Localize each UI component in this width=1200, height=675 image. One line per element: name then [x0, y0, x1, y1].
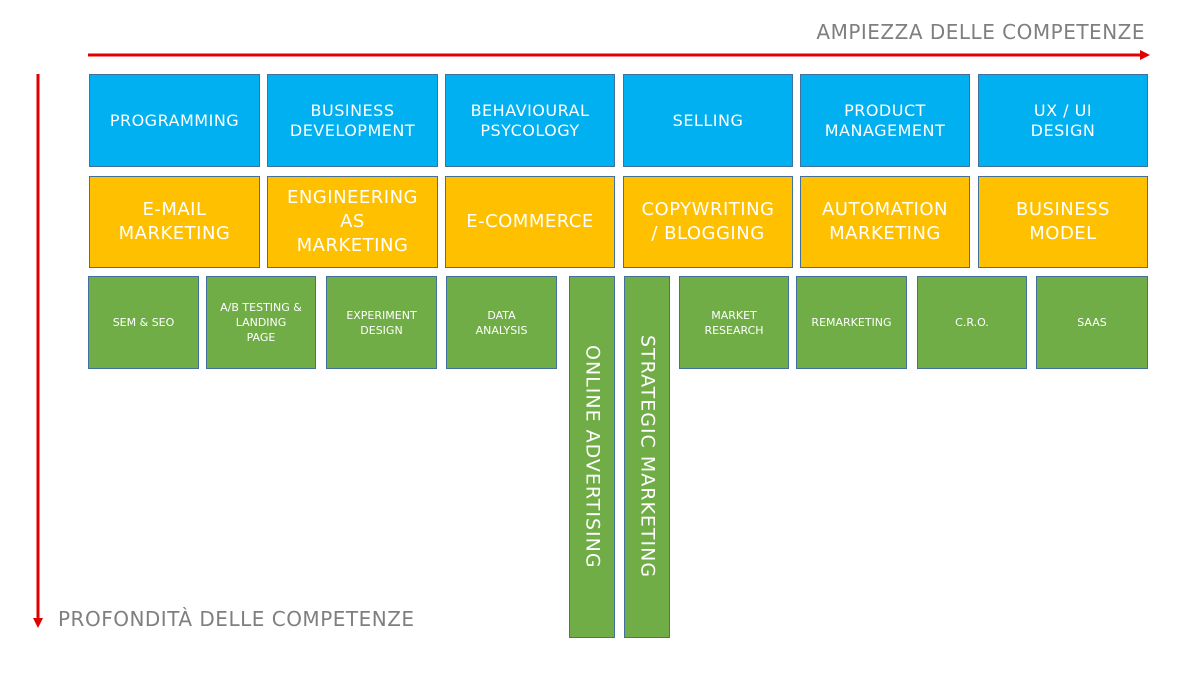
skill-programming: PROGRAMMING: [89, 74, 260, 167]
online-advertising-label: ONLINE ADVERTISING: [581, 345, 604, 569]
skill-remarketing: REMARKETING: [796, 276, 907, 369]
skill-business-development: BUSINESS DEVELOPMENT: [267, 74, 438, 167]
skill-product-management: PRODUCT MANAGEMENT: [800, 74, 970, 167]
skill-saas: SAAS: [1036, 276, 1148, 369]
skill-strategic-marketing: STRATEGIC MARKETING: [624, 276, 670, 638]
skill-sem-seo: SEM & SEO: [88, 276, 199, 369]
skill-ab-testing: A/B TESTING & LANDING PAGE: [206, 276, 316, 369]
skill-behavioural-psycology: BEHAVIOURAL PSYCOLOGY: [445, 74, 615, 167]
skill-experiment-design: EXPERIMENT DESIGN: [326, 276, 437, 369]
strategic-marketing-label: STRATEGIC MARKETING: [636, 335, 659, 579]
skill-market-research: MARKET RESEARCH: [679, 276, 789, 369]
vertical-axis-label: PROFONDITÀ DELLE COMPETENZE: [58, 607, 415, 631]
skill-business-model: BUSINESS MODEL: [978, 176, 1148, 268]
skill-automation-marketing: AUTOMATION MARKETING: [800, 176, 970, 268]
skill-engineering-as-marketing: ENGINEERING AS MARKETING: [267, 176, 438, 268]
skill-online-advertising: ONLINE ADVERTISING: [569, 276, 615, 638]
skill-copywriting-blogging: COPYWRITING / BLOGGING: [623, 176, 793, 268]
skill-cro: C.R.O.: [917, 276, 1027, 369]
skill-email-marketing: E-MAIL MARKETING: [89, 176, 260, 268]
skill-selling: SELLING: [623, 74, 793, 167]
vertical-arrowhead-icon: [33, 618, 43, 628]
skill-e-commerce: E-COMMERCE: [445, 176, 615, 268]
horizontal-axis-label: AMPIEZZA DELLE COMPETENZE: [816, 20, 1145, 44]
skill-ux-ui-design: UX / UI DESIGN: [978, 74, 1148, 167]
horizontal-arrowhead-icon: [1140, 50, 1150, 60]
skill-data-analysis: DATA ANALYSIS: [446, 276, 557, 369]
